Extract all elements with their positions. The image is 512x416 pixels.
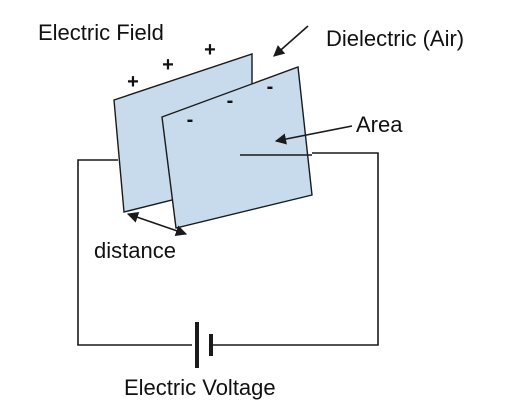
electric-voltage-label: Electric Voltage [124,375,276,400]
minus-charge: - [267,76,274,98]
wire-right [212,152,379,346]
distance-label: distance [94,238,176,263]
plus-charge: + [162,54,174,76]
dielectric-arrow [273,25,309,57]
area-label: Area [356,112,403,137]
dielectric-label: Dielectric (Air) [326,26,464,51]
negative-plate [161,66,313,229]
distance-arrow [126,211,188,237]
minus-charge: - [227,90,234,112]
electric-field-label: Electric Field [38,20,164,45]
minus-charge: - [187,109,194,131]
area-arrow [274,125,353,145]
plus-charge: + [127,71,139,93]
wire-left [77,159,192,346]
plus-charge: + [204,39,216,61]
